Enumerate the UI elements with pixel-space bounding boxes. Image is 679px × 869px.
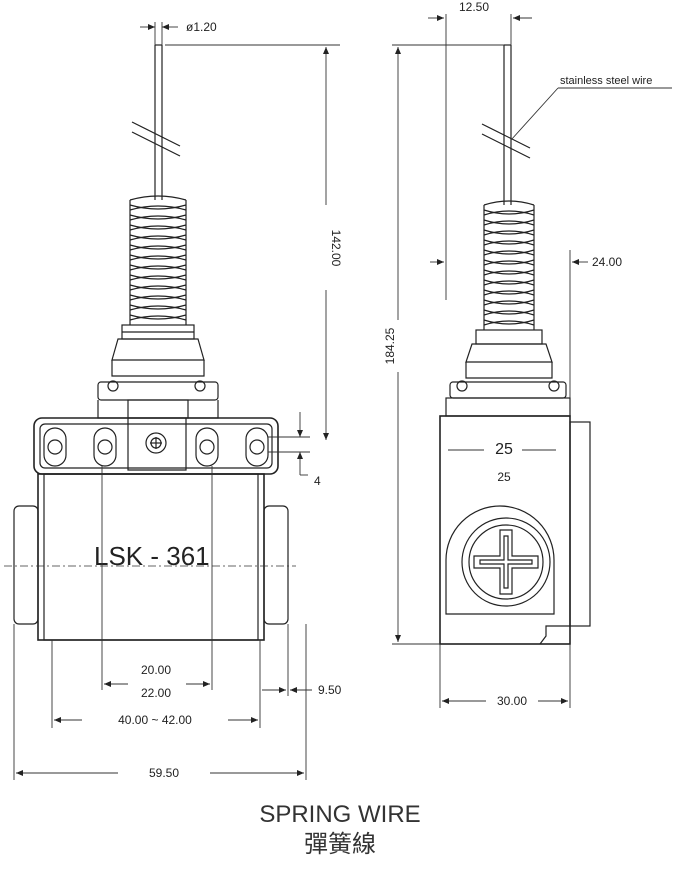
wire-material-label: stainless steel wire xyxy=(560,75,652,87)
side-dimensions: 12.50 stainless steel wire 184.25 24.00 … xyxy=(383,0,672,708)
caption-title-en: SPRING WIRE xyxy=(259,801,420,828)
boss-width-label: 9.50 xyxy=(318,683,342,697)
side-body xyxy=(439,415,591,645)
wire-length-label: 142.00 xyxy=(329,230,343,267)
front-body xyxy=(4,473,296,641)
front-dimensions: ø1.20 142.00 4 20.00 22.00 xyxy=(13,20,343,780)
front-spring xyxy=(129,195,187,325)
body-width-label: 40.00 ~ 42.00 xyxy=(118,713,192,727)
side-width-label: 12.50 xyxy=(459,0,489,14)
side-dim-b-label: 25 xyxy=(497,470,511,484)
side-collar xyxy=(445,329,571,417)
side-depth-label: 30.00 xyxy=(497,694,527,708)
caption-title-zh: 彈簧線 xyxy=(304,830,376,858)
side-dim-a-label: 25 xyxy=(495,441,513,458)
side-spring xyxy=(483,200,535,330)
front-view: LSK - 361 ø1.20 142.00 4 xyxy=(4,20,343,780)
wire-diameter-label: ø1.20 xyxy=(186,20,217,34)
total-height-label: 184.25 xyxy=(383,327,397,364)
front-mount-plate xyxy=(33,417,279,475)
hole-spacing-outer-label: 22.00 xyxy=(141,686,171,700)
front-head xyxy=(97,380,219,419)
side-wire xyxy=(481,44,531,205)
side-view: 12.50 stainless steel wire 184.25 24.00 … xyxy=(383,0,672,708)
overall-width-label: 59.50 xyxy=(149,766,179,780)
spring-offset-label: 24.00 xyxy=(592,255,622,269)
front-wire xyxy=(131,44,181,200)
model-label: LSK - 361 xyxy=(94,541,210,571)
mount-gap-label: 4 xyxy=(314,474,321,488)
hole-spacing-inner-label: 20.00 xyxy=(141,663,171,677)
front-collar xyxy=(111,324,205,377)
